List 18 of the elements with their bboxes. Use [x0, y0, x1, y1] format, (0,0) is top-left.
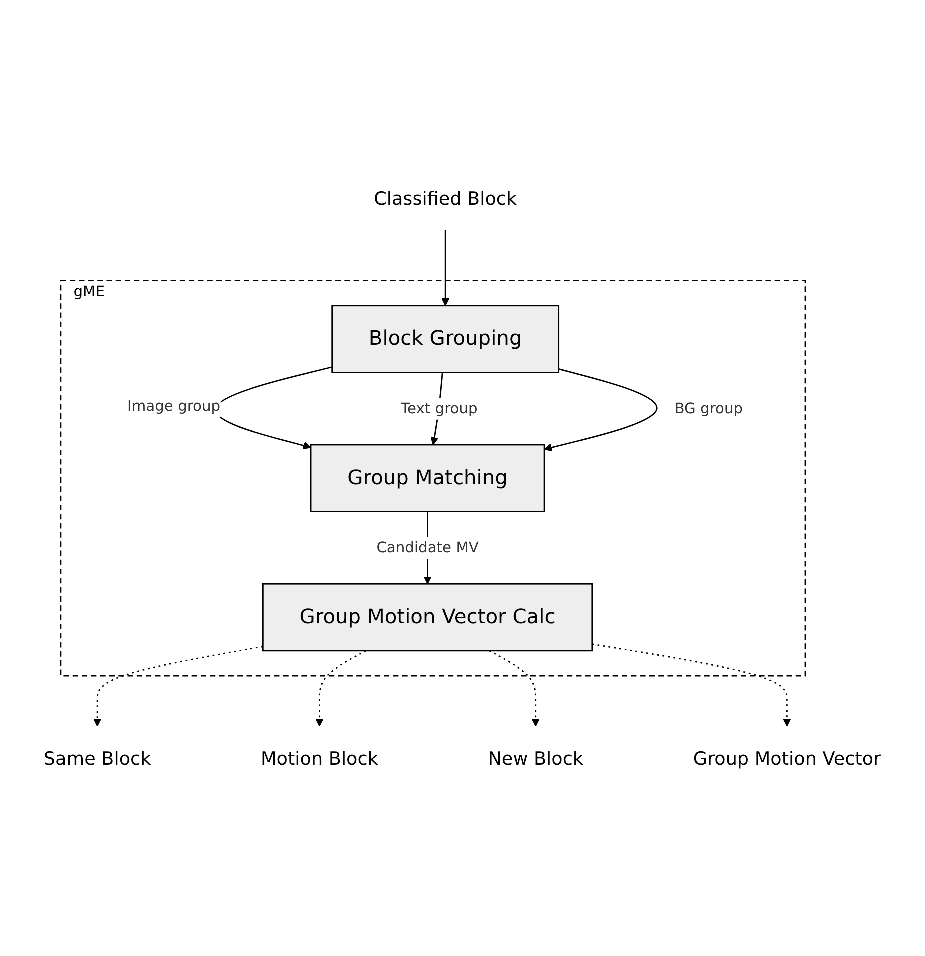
edge-label: Image group	[128, 396, 221, 414]
node-box: Block Grouping	[332, 304, 560, 373]
node-text: Classified Block	[374, 186, 518, 209]
arrow	[442, 230, 450, 306]
arrow	[489, 650, 540, 726]
node-text: Motion Block	[261, 747, 378, 770]
node-text: Group Motion Vector	[693, 747, 882, 770]
arrow	[544, 368, 658, 452]
arrow	[94, 646, 264, 726]
node-text: New Block	[488, 747, 584, 770]
edge-label: BG group	[674, 399, 744, 417]
arrow	[592, 643, 792, 726]
edge-label: Text group	[401, 399, 478, 417]
edge-label: Candidate MV	[376, 538, 479, 556]
node-box: Group Matching	[310, 444, 546, 512]
arrow	[316, 650, 366, 726]
node-text: Same Block	[44, 747, 152, 770]
node-box: Group Motion Vector Calc	[262, 583, 594, 652]
